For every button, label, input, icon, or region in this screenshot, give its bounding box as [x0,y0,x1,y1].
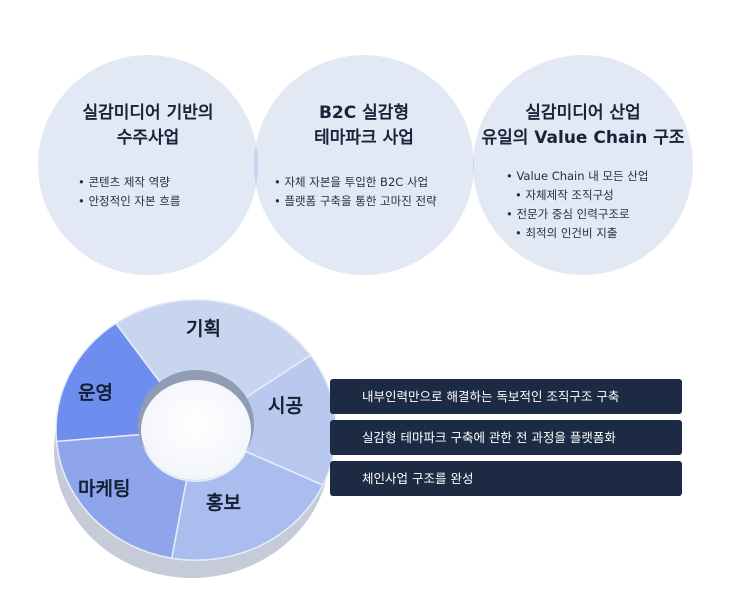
circle1-bullets: 콘텐츠 제작 역량 안정적인 자본 흐름 [78,174,238,210]
ring-segment-promotion [170,450,324,561]
bullet-item: 플랫폼 구축을 통한 고마진 전략 [274,193,464,210]
circle2-text: B2C 실감형 테마파크 사업 자체 자본을 투입한 B2C 사업 플랫폼 구축… [264,101,464,212]
circle2-title-line2: 테마파크 사업 [314,128,414,148]
circle1-text: 실감미디어 기반의 수주사업 콘텐츠 제작 역량 안정적인 자본 흐름 [58,101,238,212]
bullet-item: 콘텐츠 제작 역량 [78,174,238,191]
ring-segment-marketing [55,433,188,560]
circle2-title: B2C 실감형 테마파크 사업 [264,101,464,151]
circle2-bullets: 자체 자본을 투입한 B2C 사업 플랫폼 구축을 통한 고마진 전략 [274,174,464,210]
circle-contract-business [38,55,258,275]
bullet-item: 자체 자본을 투입한 B2C 사업 [274,174,464,191]
segment-label-promotion: 홍보 [206,492,241,514]
circle3-bullets: Value Chain 내 모든 산업 자체제작 조직구성 전문가 중심 인력구… [506,168,688,242]
bullet-item-continued: 최적의 인건비 지출 [506,225,688,242]
bullet-item-continued: 자체제작 조직구성 [506,187,688,204]
segment-label-marketing: 마케팅 [78,478,131,500]
circle-b2c-themepark [254,55,474,275]
circle1-title: 실감미디어 기반의 수주사업 [58,101,238,151]
circle3-title: 실감미디어 산업 유일의 Value Chain 구조 [478,101,688,151]
statement-bar-2: 실감형 테마파크 구축에 관한 전 과정을 플랫폼화 [330,420,682,455]
ring-hole [141,380,251,480]
segment-label-planning: 기획 [186,318,221,340]
bullet-item: 안정적인 자본 흐름 [78,193,238,210]
segment-label-construction: 시공 [268,395,303,417]
circle3-title-line2: 유일의 Value Chain 구조 [481,128,685,148]
circle3-text: 실감미디어 산업 유일의 Value Chain 구조 Value Chain … [478,101,688,244]
statement-bar-3: 체인사업 구조를 완성 [330,461,682,496]
bullet-item: Value Chain 내 모든 산업 [506,168,688,185]
segment-label-operation: 운영 [78,382,113,404]
circle2-title-line1: B2C 실감형 [318,103,410,123]
circle1-title-line2: 수주사업 [116,128,180,148]
circle1-title-line1: 실감미디어 기반의 [82,103,214,123]
statement-bar-1: 내부인력만으로 해결하는 독보적인 조직구조 구축 [330,379,682,414]
bullet-item: 전문가 중심 인력구조로 [506,206,688,223]
circle3-title-line1: 실감미디어 산업 [525,103,641,123]
